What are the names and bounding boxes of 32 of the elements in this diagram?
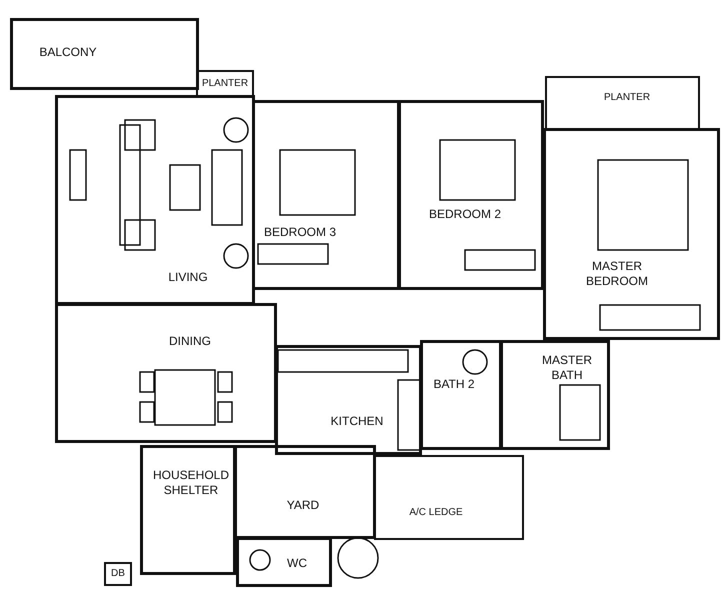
room-label: BEDROOM 2	[428, 207, 502, 222]
room-label: LIVING	[167, 270, 209, 285]
room-outline	[500, 340, 610, 450]
room-outline	[236, 537, 332, 587]
room-label: PLANTER	[602, 92, 652, 104]
room-outline	[398, 100, 544, 290]
room-outline	[252, 100, 400, 290]
room-label: BATH 2	[432, 377, 476, 392]
room-label: BEDROOM 3	[262, 225, 337, 240]
room-outline	[10, 18, 199, 90]
room-label: BALCONY	[38, 45, 98, 60]
room-label: KITCHEN	[330, 414, 384, 429]
room-outline	[374, 455, 524, 540]
room-outline	[196, 70, 254, 98]
room-outline	[104, 562, 132, 586]
room-outline	[275, 345, 422, 455]
room-outline	[55, 95, 255, 305]
room-outline	[545, 76, 700, 130]
room-outline	[55, 303, 277, 443]
room-label: PLANTER	[200, 78, 250, 90]
room-outline	[543, 128, 720, 340]
room-label: WC	[286, 556, 308, 571]
room-outline	[420, 340, 502, 450]
room-label: DB	[110, 568, 126, 580]
room-label: YARD	[286, 498, 320, 513]
room-label: MASTER BATH	[540, 353, 593, 383]
room-label: DINING	[168, 334, 212, 349]
room-label: HOUSEHOLD SHELTER	[153, 468, 229, 498]
room-outline	[234, 445, 376, 539]
room-label: MASTER BEDROOM	[584, 259, 649, 289]
room-outline	[140, 445, 236, 575]
room-label: A/C LEDGE	[408, 507, 464, 520]
